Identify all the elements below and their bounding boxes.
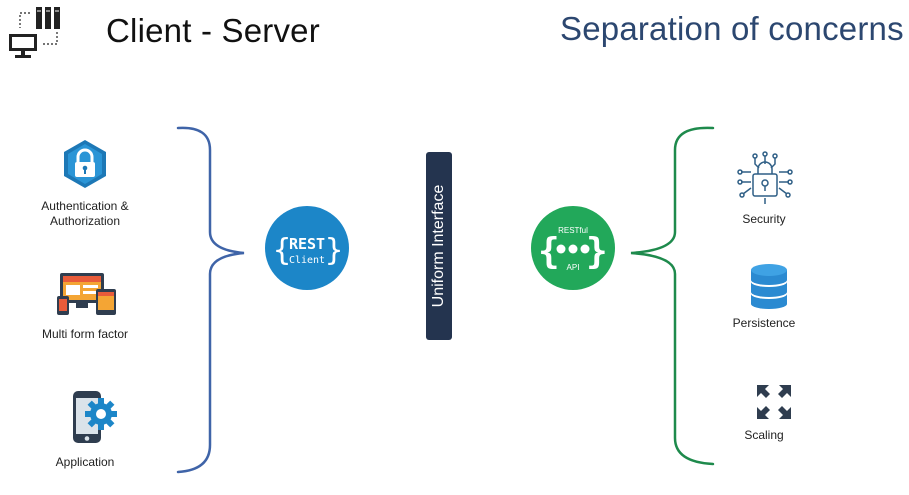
api-label: API	[567, 263, 580, 272]
rest-client-badge: { } REST Client	[265, 206, 349, 290]
server-brace	[630, 126, 715, 466]
client-brace	[176, 126, 245, 474]
application-label: Application	[55, 455, 115, 469]
circuit-lock-icon	[737, 151, 793, 204]
uniform-interface-label: Uniform Interface	[430, 184, 447, 308]
svg-text:{: {	[273, 233, 291, 268]
auth-label: Authentication & Authorization	[41, 199, 129, 228]
svg-text:{: {	[538, 231, 560, 272]
page-subtitle: Separation of concerns	[560, 10, 904, 47]
rest-client-line1: REST	[289, 235, 325, 253]
rest-client-line2: Client	[289, 255, 325, 266]
scaling-label: Scaling	[744, 428, 784, 442]
restful-label: RESTful	[558, 226, 588, 235]
client-server-icon	[9, 7, 60, 58]
multi-device-icon	[57, 273, 116, 315]
database-icon	[751, 264, 787, 309]
multi-form-factor-label: Multi form factor	[41, 327, 128, 341]
svg-text:}: }	[325, 233, 343, 268]
page-title: Client - Server	[106, 12, 320, 49]
uniform-interface-bar: Uniform Interface	[426, 152, 452, 340]
mobile-gear-icon	[73, 391, 117, 443]
expand-arrows-icon	[757, 385, 791, 419]
security-label: Security	[742, 212, 786, 226]
persistence-label: Persistence	[732, 316, 796, 330]
svg-text:}: }	[586, 231, 608, 272]
restful-api-badge: { } RESTful API	[531, 206, 615, 290]
lock-shield-icon	[64, 140, 106, 188]
